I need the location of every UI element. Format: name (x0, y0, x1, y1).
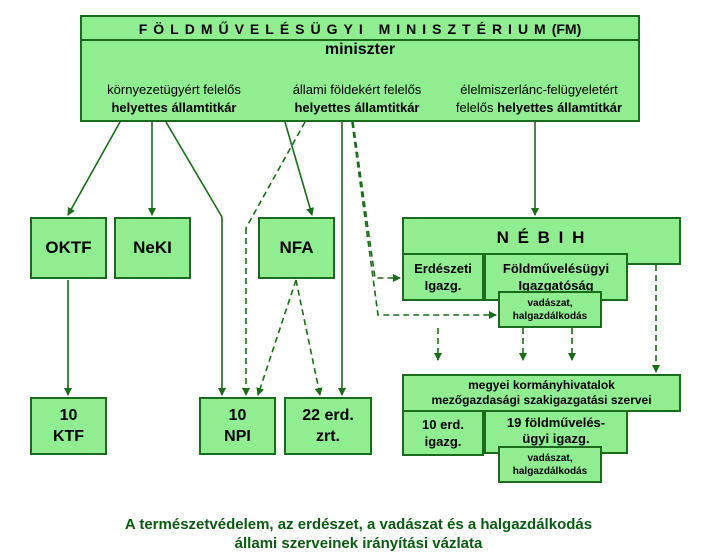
oktf-label: OKTF (45, 238, 92, 257)
dashed-land-to-vadaszat (351, 121, 497, 319)
minister-label: miniszter (324, 41, 396, 58)
dashed-land-to-erdeszeti (352, 121, 401, 282)
megyei-box: megyei kormányhivatalok mezőgazdasági sz… (402, 374, 681, 412)
npi-box: 10 NPI (199, 397, 276, 455)
vadaszat-top-label: vadászat, halgazdálkodás (500, 297, 600, 323)
erdeszeti-line1: Erdészeti (414, 261, 472, 276)
vadaszat-top-box: vadászat, halgazdálkodás (498, 291, 602, 328)
vadaszat-top-line2: halgazdálkodás (512, 311, 588, 322)
nfa-box: NFA (258, 217, 335, 279)
secretary-env: környezetügyért felelős helyettes államt… (84, 81, 264, 117)
secretary-env-line2: helyettes államtitkár (111, 100, 237, 115)
erd-zrt-line2: zrt. (316, 428, 340, 445)
nfa-label: NFA (279, 238, 314, 257)
dashed-land-to-npi-a (245, 121, 306, 229)
neki-box: NeKI (114, 217, 191, 279)
foldmuveles-line2: Igazgatóság (518, 278, 594, 293)
secretary-food-line1: élelmiszerlánc-felügyeletért (460, 82, 618, 97)
erd-igazg-box: 10 erd. igazg. (402, 410, 484, 456)
vadaszat-bottom-line2: halgazdálkodás (512, 466, 588, 477)
nebih-label: N É B I H (496, 228, 587, 247)
vadaszat-top-line1: vadászat, (527, 298, 573, 309)
foldmuveles-label: Földművelésügyi Igazgatóság (486, 260, 626, 294)
foldm-igazg-line1: 19 földművelés- (506, 415, 606, 430)
caption-line1: A természetvédelem, az erdészet, a vadás… (124, 516, 593, 533)
arrow-land-to-nfa (284, 121, 314, 216)
secretary-food-line2b: helyettes államtitkár (497, 100, 623, 115)
secretary-food-line2a: felelős (455, 100, 498, 115)
npi-line1: 10 (228, 407, 247, 424)
foldmuveles-line1: Földművelésügyi (502, 261, 610, 276)
foldm-igazg-line2: ügyi igazg. (522, 431, 590, 446)
ministry-box: FÖLDMŰVELÉSÜGYI MINISZTÉRIUM(FM) miniszt… (80, 15, 640, 122)
erd-igazg-line1: 10 erd. (422, 417, 464, 432)
secretary-env-line1: környezetügyért felelős (107, 82, 241, 97)
diagram-caption: A természetvédelem, az erdészet, a vadás… (0, 515, 717, 553)
dashed-nfa-to-zrt (295, 279, 323, 396)
erdeszeti-label: Erdészeti Igazg. (404, 260, 482, 294)
ktf-label: 10 KTF (32, 405, 105, 447)
neki-label: NeKI (133, 238, 172, 257)
caption-line2: állami szerveinek irányítási vázlata (234, 535, 483, 552)
megyei-label: megyei kormányhivatalok mezőgazdasági sz… (404, 378, 679, 408)
secretary-food: élelmiszerlánc-felügyeletért felelős hel… (444, 81, 634, 117)
erd-zrt-label: 22 erd. zrt. (286, 405, 370, 447)
erd-igazg-line2: igazg. (424, 434, 462, 449)
ktf-line2: KTF (52, 428, 85, 445)
secretary-land: állami földekért felelős helyettes állam… (267, 81, 447, 117)
vadaszat-bottom-label: vadászat, halgazdálkodás (500, 452, 600, 478)
erdeszeti-line2: Igazg. (424, 278, 462, 293)
secretary-land-line1: állami földekért felelős (292, 82, 422, 97)
npi-line2: NPI (224, 428, 251, 445)
ministry-abbr: (FM) (551, 21, 582, 37)
npi-label: 10 NPI (201, 405, 274, 447)
megyei-line2: mezőgazdasági szakigazgatási szervei (431, 393, 652, 407)
vadaszat-bottom-line1: vadászat, (527, 453, 573, 464)
ktf-box: 10 KTF (30, 397, 107, 455)
erd-zrt-box: 22 erd. zrt. (284, 397, 372, 455)
ministry-title: FÖLDMŰVELÉSÜGYI MINISZTÉRIUM (138, 21, 552, 37)
erd-zrt-line1: 22 erd. (302, 407, 354, 424)
ktf-line1: 10 (59, 407, 78, 424)
ministry-title-row: FÖLDMŰVELÉSÜGYI MINISZTÉRIUM(FM) (82, 21, 638, 39)
ministry-divider (82, 39, 638, 41)
vadaszat-bottom-box: vadászat, halgazdálkodás (498, 446, 602, 483)
arrow-env-to-oktf (67, 121, 121, 216)
line-env-to-npi-a (165, 121, 223, 218)
megyei-line1: megyei kormányhivatalok (468, 378, 615, 392)
erd-igazg-label: 10 erd. igazg. (404, 416, 482, 450)
secretary-land-line2: helyettes államtitkár (294, 100, 420, 115)
dashed-nfa-to-npi (256, 279, 297, 396)
foldm-igazg-label: 19 földművelés- ügyi igazg. (486, 415, 626, 447)
erdeszeti-box: Erdészeti Igazg. (402, 253, 484, 301)
oktf-box: OKTF (30, 217, 107, 279)
